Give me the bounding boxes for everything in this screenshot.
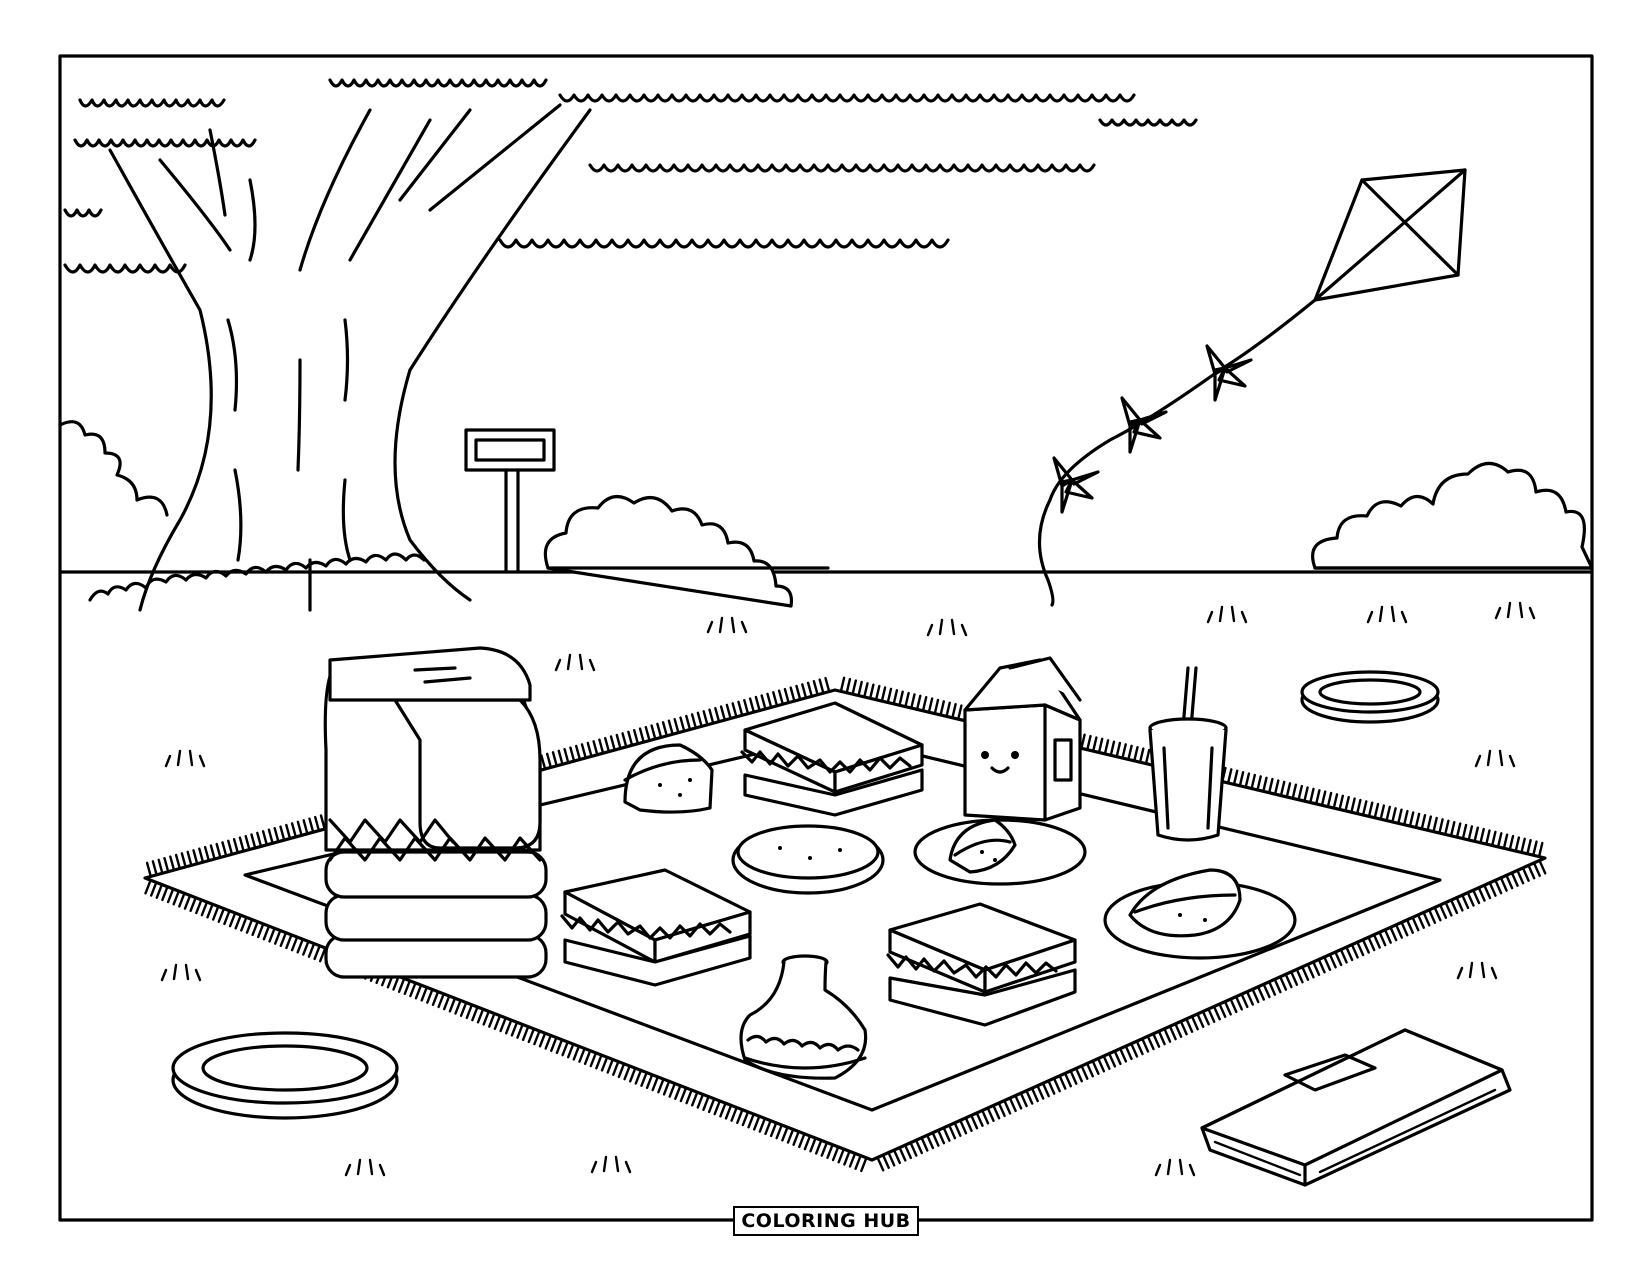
kite — [1037, 168, 1467, 607]
kite-bow — [1120, 396, 1168, 454]
frisbee-right — [1300, 670, 1440, 724]
kite-bow — [1205, 344, 1253, 402]
drink-cup — [1148, 666, 1228, 842]
sandwich-front-left — [560, 868, 752, 987]
pie — [731, 824, 885, 895]
plate-right — [1103, 868, 1297, 960]
brand-logo-label: COLORING HUB — [733, 1206, 919, 1236]
kite-bow — [1052, 456, 1100, 514]
nacho-chip — [623, 743, 714, 814]
bush-center — [543, 495, 830, 608]
frisbee-left — [171, 1031, 399, 1120]
bush-left — [58, 420, 169, 517]
jar — [739, 954, 868, 1080]
grass-tufts — [160, 601, 1536, 1177]
picnic-basket — [323, 646, 548, 979]
sandwich-front-right — [886, 902, 1077, 1027]
milk-carton — [963, 656, 1082, 822]
book — [1200, 1028, 1512, 1187]
tree — [63, 78, 1198, 612]
sandwich-back — [740, 701, 924, 817]
plate-middle — [913, 818, 1087, 886]
bush-right — [1311, 461, 1594, 570]
park-sign — [464, 428, 556, 574]
